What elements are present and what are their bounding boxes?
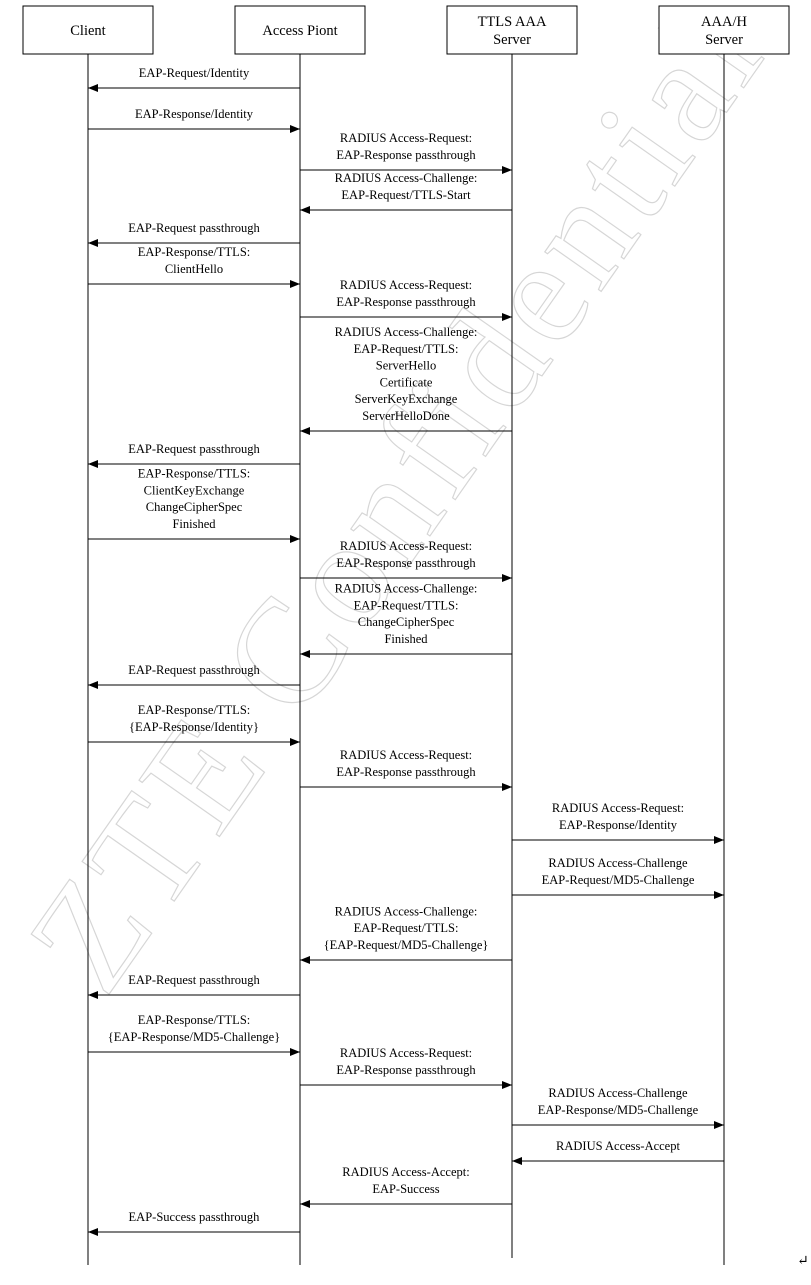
participant-label: TTLS AAA [478, 14, 547, 30]
message-label: Certificate [380, 375, 433, 389]
paragraph-mark: ↵ [797, 1254, 809, 1269]
message-label: EAP-Response/TTLS: [138, 703, 251, 717]
message-label: ServerKeyExchange [355, 392, 458, 406]
message-label: EAP-Request passthrough [128, 973, 260, 987]
participant-box-ap [234, 5, 366, 55]
message-label: Finished [172, 517, 216, 531]
messages: EAP-Request/IdentityEAP-Response/Identit… [88, 66, 724, 1236]
message-label: EAP-Success [372, 1182, 439, 1196]
message: RADIUS Access-Request: EAP-Response passt… [300, 278, 512, 321]
message-label: EAP-Response/TTLS: [138, 245, 251, 259]
message-label: RADIUS Access-Challenge: [335, 904, 478, 918]
message-label: {EAP-Request/MD5-Challenge} [324, 938, 489, 952]
message-label: EAP-Request/TTLS: [354, 598, 459, 612]
participant-box-client [22, 5, 154, 55]
message: RADIUS Access-Request: EAP-Response passt… [300, 748, 512, 791]
message: EAP-Request passthrough [88, 442, 300, 468]
message-label: RADIUS Access-Request: [340, 131, 472, 145]
participant-box-aaah [658, 5, 790, 55]
participant-label: Server [705, 32, 743, 48]
message-label: EAP-Request/TTLS: [354, 921, 459, 935]
message: EAP-Response/TTLS: ClientKeyExchangeChang… [88, 467, 300, 543]
message-label: EAP-Response/TTLS: [138, 1013, 251, 1027]
message: RADIUS Access-Challenge: EAP-Request/TTLS… [300, 582, 512, 658]
message-label: RADIUS Access-Accept [556, 1139, 680, 1153]
message-label: RADIUS Access-Accept: [342, 1165, 469, 1179]
participant-label: Server [493, 32, 531, 48]
message-label: ChangeCipherSpec [146, 500, 243, 514]
message: RADIUS Access-ChallengeEAP-Response/MD5-… [512, 1086, 724, 1129]
message: RADIUS Access-ChallengeEAP-Request/MD5-C… [512, 856, 724, 899]
message: EAP-Request passthrough [88, 663, 300, 689]
message: EAP-Success passthrough [88, 1210, 300, 1236]
message-label: ClientKeyExchange [144, 483, 245, 497]
participant-label: Access Piont [262, 23, 337, 39]
message-label: EAP-Response/TTLS: [138, 467, 251, 481]
message: RADIUS Access-Request: EAP-Response passt… [300, 1046, 512, 1089]
message-label: EAP-Request/TTLS-Start [341, 188, 471, 202]
message: RADIUS Access-Request: EAP-Response passt… [300, 539, 512, 582]
message-label: EAP-Request/Identity [139, 66, 250, 80]
message-label: EAP-Response passthrough [336, 765, 476, 779]
message-label: RADIUS Access-Request: [340, 539, 472, 553]
lifelines [87, 54, 725, 1265]
message-label: ClientHello [165, 262, 223, 276]
message-label: EAP-Response/MD5-Challenge [538, 1103, 699, 1117]
message-label: {EAP-Response/Identity} [129, 720, 259, 734]
participant-headers: Client Access Piont TTLS AAA Server AAA/H Ser… [22, 5, 790, 55]
message-label: RADIUS Access-Challenge [548, 856, 688, 870]
message: RADIUS Access-Accept [512, 1139, 724, 1165]
participant-box-ttls [446, 5, 578, 55]
message: EAP-Response/TTLS: {EAP-Response/MD5-Chal… [88, 1013, 300, 1056]
message-label: EAP-Response passthrough [336, 148, 476, 162]
message: RADIUS Access-Challenge: EAP-Request/TTLS… [300, 904, 512, 964]
message-label: ServerHello [376, 359, 436, 373]
message-label: EAP-Request/MD5-Challenge [542, 873, 695, 887]
message: RADIUS Access-Challenge: EAP-Request/TTLS… [300, 325, 512, 435]
message-label: RADIUS Access-Request: [552, 801, 684, 815]
message-label: EAP-Request/TTLS: [354, 342, 459, 356]
message-label: RADIUS Access-Request: [340, 1046, 472, 1060]
message: RADIUS Access-Request: EAP-Response/Ident… [512, 801, 724, 844]
message: EAP-Request passthrough [88, 221, 300, 247]
message: EAP-Request/Identity [88, 66, 300, 92]
message-label: EAP-Response passthrough [336, 1063, 476, 1077]
message-label: EAP-Request passthrough [128, 442, 260, 456]
message-label: EAP-Success passthrough [129, 1210, 261, 1224]
message-label: EAP-Request passthrough [128, 221, 260, 235]
message-label: RADIUS Access-Challenge: [335, 171, 478, 185]
message-label: RADIUS Access-Challenge [548, 1086, 688, 1100]
message-label: EAP-Response passthrough [336, 556, 476, 570]
message-label: EAP-Response/Identity [135, 107, 254, 121]
message-label: RADIUS Access-Request: [340, 278, 472, 292]
participant-label: Client [70, 23, 105, 39]
message-label: EAP-Response passthrough [336, 295, 476, 309]
message-label: ServerHelloDone [362, 409, 450, 423]
message-label: RADIUS Access-Request: [340, 748, 472, 762]
message-label: {EAP-Response/MD5-Challenge} [108, 1030, 280, 1044]
message-label: Finished [384, 632, 428, 646]
participant-label: AAA/H [701, 14, 747, 30]
message-label: RADIUS Access-Challenge: [335, 582, 478, 596]
message: EAP-Response/Identity [88, 107, 300, 133]
message: RADIUS Access-Request: EAP-Response passt… [300, 131, 512, 174]
message: RADIUS Access-Accept: EAP-Success [300, 1165, 512, 1208]
message-label: ChangeCipherSpec [358, 615, 455, 629]
message: EAP-Response/TTLS: {EAP-Response/Identity… [88, 703, 300, 746]
message-label: EAP-Response/Identity [559, 818, 678, 832]
message: EAP-Response/TTLS: ClientHello [88, 245, 300, 288]
message: EAP-Request passthrough [88, 973, 300, 999]
message: RADIUS Access-Challenge: EAP-Request/TTLS… [300, 171, 512, 214]
message-label: RADIUS Access-Challenge: [335, 325, 478, 339]
message-label: EAP-Request passthrough [128, 663, 260, 677]
